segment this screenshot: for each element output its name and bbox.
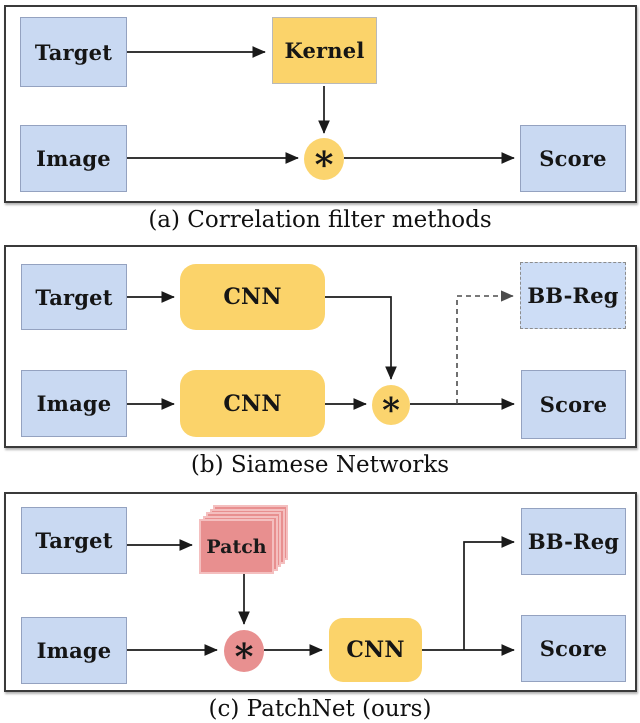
panel-patchnet: Target Patch Image CNN BB-Reg Score ∗	[4, 492, 637, 692]
caption-c: (c) PatchNet (ours)	[208, 696, 432, 722]
target-box-b: Target	[21, 264, 127, 330]
panel-siamese-networks: Target CNN Image CNN BB-Reg Score ∗	[4, 245, 637, 448]
cnn-label-c: CNN	[346, 637, 405, 663]
score-label-b: Score	[539, 392, 608, 417]
cnn-box-c: CNN	[329, 618, 422, 682]
asterisk-glyph-a: ∗	[311, 137, 337, 179]
target-box-a: Target	[20, 17, 127, 87]
cnn-bottom-label: CNN	[223, 390, 282, 417]
panel-a-arrows	[127, 46, 515, 164]
image-box-a: Image	[20, 125, 127, 192]
cnn-bottom-box: CNN	[180, 370, 325, 437]
panel-c-arrows	[127, 536, 515, 656]
score-box-c: Score	[521, 615, 626, 682]
score-label-c: Score	[539, 636, 608, 661]
image-box-b: Image	[21, 370, 127, 437]
panel-b-arrows	[127, 290, 515, 410]
image-label-c: Image	[36, 638, 112, 663]
asterisk-glyph-c: ∗	[231, 629, 257, 671]
score-box-a: Score	[520, 125, 626, 192]
image-label-b: Image	[36, 391, 112, 416]
image-box-c: Image	[21, 617, 127, 684]
patch-label: Patch	[206, 535, 267, 558]
image-label-a: Image	[36, 146, 111, 171]
bb-reg-box-b: BB-Reg	[520, 262, 626, 329]
correlation-op-icon-a: ∗	[304, 138, 344, 180]
score-box-b: Score	[521, 370, 626, 439]
correlation-op-icon-c: ∗	[224, 630, 264, 672]
caption-a: (a) Correlation filter methods	[148, 207, 492, 233]
score-label-a: Score	[539, 146, 607, 171]
patch-stack-box: Patch	[199, 519, 274, 574]
target-box-c: Target	[21, 507, 127, 574]
target-label-a: Target	[34, 39, 113, 65]
bb-reg-label-c: BB-Reg	[527, 529, 620, 554]
caption-b: (b) Siamese Networks	[190, 452, 450, 478]
target-label-b: Target	[35, 284, 113, 310]
kernel-box: Kernel	[272, 17, 377, 84]
correlation-op-icon-b: ∗	[372, 385, 410, 425]
target-label-c: Target	[35, 528, 113, 553]
cnn-top-box: CNN	[180, 264, 325, 330]
cnn-top-label: CNN	[223, 284, 282, 310]
asterisk-glyph-b: ∗	[379, 384, 403, 424]
bb-reg-label-b: BB-Reg	[527, 283, 619, 308]
bb-reg-box-c: BB-Reg	[521, 508, 626, 575]
kernel-label: Kernel	[284, 38, 365, 63]
panel-correlation-filter: Target Kernel Image Score ∗	[4, 5, 637, 203]
